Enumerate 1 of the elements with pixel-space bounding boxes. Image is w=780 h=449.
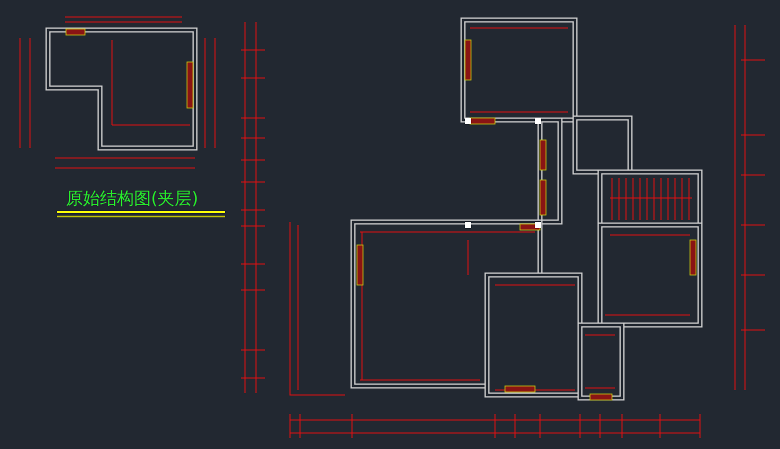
drawing-title: 原始结构图(夹层) bbox=[66, 188, 198, 210]
